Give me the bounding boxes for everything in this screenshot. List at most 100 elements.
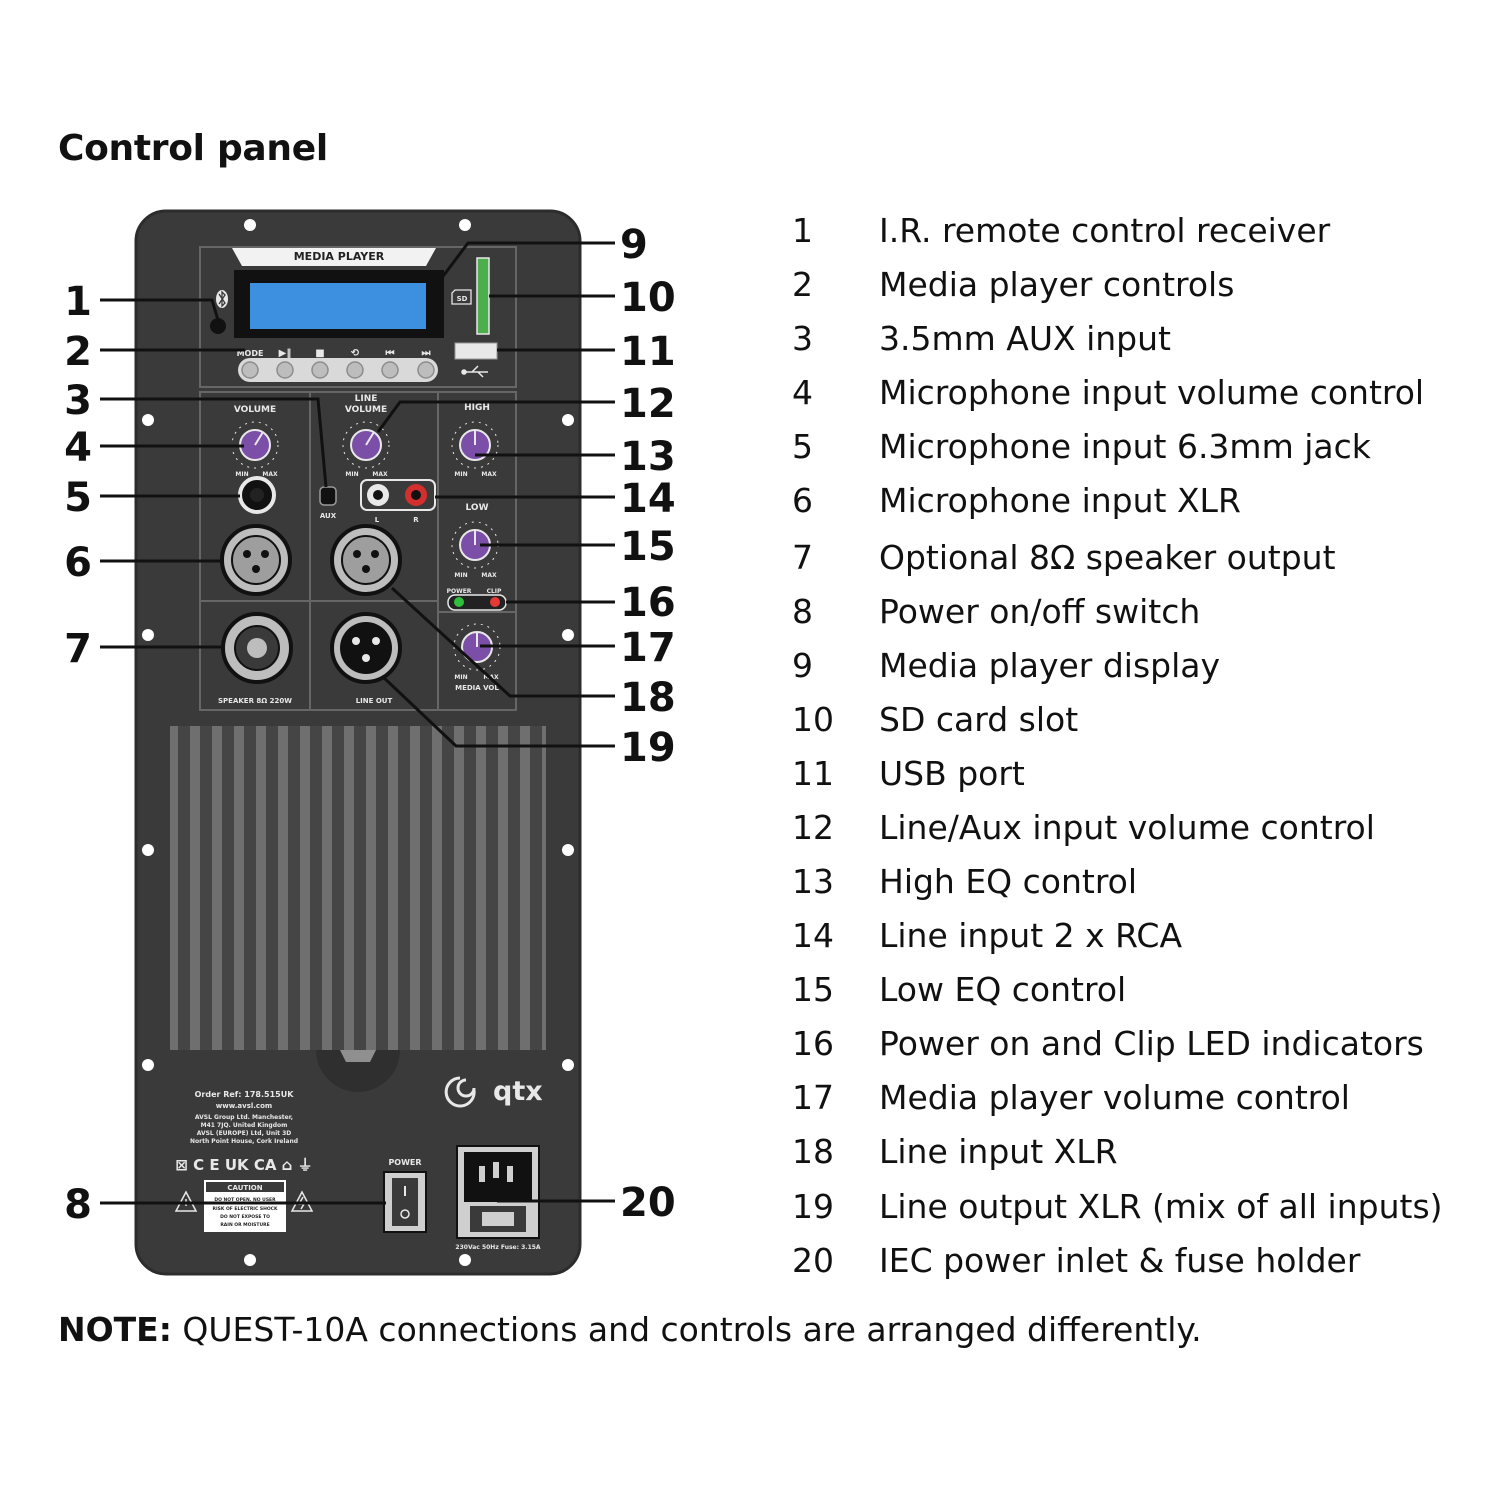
stop-button[interactable] [311, 361, 329, 379]
clip-led [490, 597, 500, 607]
rca-left-label: L [375, 516, 380, 524]
usb-port[interactable] [454, 342, 498, 360]
media-player-label: MEDIA PLAYER [294, 250, 385, 263]
legend-description: Optional 8Ω speaker output [879, 538, 1336, 577]
aux-label: AUX [320, 512, 337, 520]
legend-number: 8 [792, 592, 813, 631]
website: www.avsl.com [216, 1102, 272, 1110]
legend-description: 3.5mm AUX input [879, 319, 1171, 358]
legend-description: Microphone input volume control [879, 373, 1425, 412]
note-label: NOTE: [58, 1310, 172, 1349]
next-button[interactable] [417, 361, 435, 379]
callout-14: 14 [620, 476, 676, 522]
callout-19: 19 [620, 725, 676, 771]
legend-description: Power on/off switch [879, 592, 1201, 631]
clip-led-label: CLIP [487, 588, 502, 595]
callout-18: 18 [620, 675, 676, 721]
line-max-label: MAX [372, 471, 388, 478]
callout-5: 5 [64, 475, 92, 521]
legend-description: Microphone input XLR [879, 481, 1241, 520]
callout-20: 20 [620, 1180, 676, 1226]
button-label-prev: ⏮ [386, 348, 395, 359]
line-volume-label-2: VOLUME [345, 405, 387, 415]
caution-line-1: DO NOT OPEN. NO USER [214, 1197, 276, 1203]
caution-title: CAUTION [227, 1184, 262, 1192]
legend-number: 20 [792, 1241, 834, 1280]
callout-13: 13 [620, 434, 676, 480]
callout-11: 11 [620, 329, 676, 375]
media-player-display [250, 283, 426, 329]
line-volume-knob[interactable] [342, 421, 390, 469]
callout-10: 10 [620, 275, 676, 321]
aux-input-jack[interactable] [319, 486, 337, 506]
callout-1: 1 [64, 279, 92, 325]
callout-4: 4 [64, 425, 92, 471]
callout-9: 9 [620, 222, 648, 268]
callout-7: 7 [64, 626, 92, 672]
certification-marks: ⊠ C E UK CA ⌂ ⏚ [175, 1156, 312, 1174]
high-min-label: MIN [454, 471, 467, 478]
mic-volume-label: VOLUME [234, 405, 276, 415]
ir-receiver [210, 318, 226, 334]
legend-number: 15 [792, 970, 834, 1009]
address-line-2: M41 7JQ. United Kingdom [201, 1122, 288, 1129]
iec-inlet-fuse-holder[interactable] [456, 1145, 540, 1239]
caution-line-4: RAIN OR MOISTURE [220, 1222, 269, 1228]
legend-number: 18 [792, 1132, 834, 1171]
rca-input-housing [360, 479, 436, 511]
button-label-repeat: ⟲ [351, 348, 360, 359]
repeat-button[interactable] [346, 361, 364, 379]
media-player-buttons[interactable] [241, 361, 435, 379]
legend-description: I.R. remote control receiver [879, 211, 1331, 250]
low-min-label: MIN [454, 572, 467, 579]
play-pause-button[interactable] [276, 361, 294, 379]
callout-2: 2 [64, 329, 92, 375]
mode-button[interactable] [241, 361, 259, 379]
legend-number: 10 [792, 700, 834, 739]
qtx-logo-icon [444, 1076, 476, 1108]
legend-description: SD card slot [879, 700, 1079, 739]
brand-logo: qtx [493, 1076, 543, 1107]
legend-number: 17 [792, 1078, 834, 1117]
rca-right-input[interactable] [405, 484, 427, 506]
address-line-3: AVSL (EUROPE) Ltd, Unit 3D [197, 1130, 292, 1137]
legend-number: 3 [792, 319, 813, 358]
address-line-4: North Point House, Cork Ireland [190, 1138, 298, 1145]
mic-min-label: MIN [235, 471, 248, 478]
legend-number: 4 [792, 373, 813, 412]
high-eq-knob[interactable] [451, 421, 499, 469]
order-ref: Order Ref: 178.515UK [195, 1090, 295, 1099]
sd-card-slot[interactable] [476, 257, 490, 335]
rca-right-label: R [413, 516, 419, 524]
legend-description: Media player volume control [879, 1078, 1350, 1117]
mic-max-label: MAX [262, 471, 278, 478]
mic-jack-6-3mm[interactable] [238, 476, 276, 514]
callout-leaders [100, 241, 615, 1205]
note-text: QUEST-10A connections and controls are a… [171, 1310, 1202, 1349]
high-max-label: MAX [481, 471, 497, 478]
media-min-label: MIN [454, 674, 467, 681]
mic-xlr-input[interactable] [220, 524, 292, 596]
line-xlr-input[interactable] [330, 524, 402, 596]
power-switch-label: POWER [388, 1158, 421, 1167]
mounting-holes [142, 219, 574, 1266]
legend-number: 11 [792, 754, 834, 793]
legend-description: Media player controls [879, 265, 1235, 304]
legend-description: Microphone input 6.3mm jack [879, 427, 1371, 466]
footnote: NOTE: QUEST-10A connections and controls… [58, 1310, 1202, 1349]
power-led-label: POWER [447, 588, 472, 595]
line-out-xlr[interactable] [330, 612, 402, 684]
power-switch[interactable] [383, 1171, 427, 1233]
heatsink [170, 726, 546, 1092]
legend-number: 14 [792, 916, 834, 955]
caution-line-3: DO NOT EXPOSE TO [220, 1214, 270, 1220]
legend-number: 2 [792, 265, 813, 304]
callout-12: 12 [620, 381, 676, 427]
rca-left-input[interactable] [367, 484, 389, 506]
speakon-output[interactable] [221, 612, 293, 684]
previous-button[interactable] [381, 361, 399, 379]
button-label-next: ⏭ [422, 348, 431, 359]
legend-number: 1 [792, 211, 813, 250]
legend-description: IEC power inlet & fuse holder [879, 1241, 1361, 1280]
